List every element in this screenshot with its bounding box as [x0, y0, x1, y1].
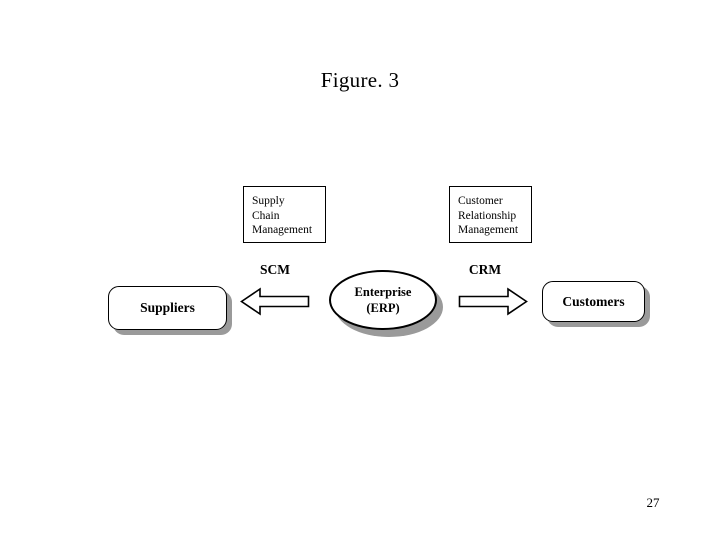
- suppliers-node-body: Suppliers: [108, 286, 227, 330]
- page-number: 27: [646, 495, 660, 510]
- customers-node-body: Customers: [542, 281, 645, 322]
- scm-caption-box: Supply Chain Management: [243, 186, 326, 243]
- erp-node-label-line-1: Enterprise: [354, 285, 412, 299]
- suppliers-node-label: Suppliers: [140, 300, 195, 315]
- erp-node-label-line-2: (ERP): [366, 301, 400, 315]
- scm-caption-line-2: Chain: [252, 209, 280, 222]
- page-title: Figure. 3: [320, 68, 400, 92]
- crm-caption-line-1: Customer: [458, 195, 503, 207]
- crm-caption-box: Customer Relationship Management: [449, 186, 532, 243]
- arrow-left-icon: [240, 287, 310, 316]
- scm-caption-line-1: Supply: [252, 195, 285, 207]
- crm-caption-line-3: Management: [458, 224, 519, 236]
- crm-caption-line-2: Relationship: [458, 209, 517, 222]
- erp-node: Enterprise (ERP): [329, 270, 443, 337]
- scm-label: SCM: [260, 262, 290, 277]
- suppliers-node: Suppliers: [108, 286, 232, 335]
- customers-node: Customers: [542, 281, 650, 327]
- arrow-right-icon: [458, 287, 528, 316]
- scm-caption-line-3: Management: [252, 224, 313, 236]
- erp-node-body: Enterprise (ERP): [329, 270, 437, 330]
- crm-label: CRM: [468, 262, 502, 277]
- customers-node-label: Customers: [562, 293, 625, 309]
